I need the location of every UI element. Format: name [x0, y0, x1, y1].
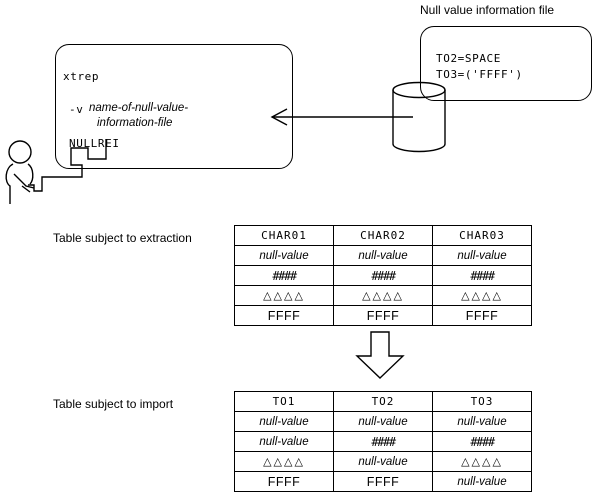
table-cell: null-value: [333, 411, 433, 432]
speech-bubble-tail: [28, 139, 107, 192]
person-at-terminal-icon: [5, 140, 35, 204]
left-arrow-icon: [270, 108, 413, 126]
command-option-argument-line1: name-of-null-value-: [89, 102, 189, 114]
table-cell: null-value: [333, 245, 433, 266]
file-content-line-1: TO2=SPACE: [436, 52, 502, 65]
table-cell: FFFF: [333, 305, 433, 326]
column-header: CHAR01: [234, 225, 334, 246]
table-row: null-value null-value null-value: [234, 411, 532, 432]
null-value-file-caption: Null value information file: [420, 3, 555, 17]
table-cell: △△△△: [432, 285, 532, 306]
table-row: △△△△ null-value △△△△: [234, 451, 532, 472]
table-cell: null-value: [333, 451, 433, 472]
column-header: CHAR03: [432, 225, 532, 246]
table-cell: △△△△: [333, 285, 433, 306]
table-header-row: CHAR01 CHAR02 CHAR03: [234, 225, 532, 246]
table-label-import: Table subject to import: [53, 397, 174, 411]
table-row: #### #### ####: [234, 265, 532, 286]
table-cell: null-value: [234, 245, 334, 266]
table-cell: ####: [333, 265, 433, 286]
command-option-flag-text: -v: [69, 103, 84, 116]
table-cell: null-value: [234, 431, 334, 452]
column-header: CHAR02: [333, 225, 433, 246]
table-cell: null-value: [432, 411, 532, 432]
down-block-arrow-icon: [355, 331, 405, 379]
table-cell: FFFF: [234, 305, 334, 326]
column-header: TO2: [333, 391, 433, 412]
import-table: TO1 TO2 TO3 null-value null-value null-v…: [234, 391, 532, 492]
table-row: FFFF FFFF null-value: [234, 471, 532, 492]
table-cell: FFFF: [234, 471, 334, 492]
file-content-line-2: TO3=('FFFF'): [436, 68, 523, 81]
table-cell: ####: [432, 431, 532, 452]
table-row: FFFF FFFF FFFF: [234, 305, 532, 326]
column-header: TO3: [432, 391, 532, 412]
table-row: null-value #### ####: [234, 431, 532, 452]
table-cell: ####: [432, 265, 532, 286]
table-cell: FFFF: [333, 471, 433, 492]
column-header: TO1: [234, 391, 334, 412]
table-label-extraction: Table subject to extraction: [53, 231, 192, 245]
extraction-table: CHAR01 CHAR02 CHAR03 null-value null-val…: [234, 225, 532, 326]
table-row: △△△△ △△△△ △△△△: [234, 285, 532, 306]
table-cell: null-value: [234, 411, 334, 432]
table-cell: null-value: [432, 245, 532, 266]
table-cell: △△△△: [432, 451, 532, 472]
table-row: null-value null-value null-value: [234, 245, 532, 266]
table-cell: null-value: [432, 471, 532, 492]
table-header-row: TO1 TO2 TO3: [234, 391, 532, 412]
table-cell: ####: [234, 265, 334, 286]
command-name-text: xtrep: [63, 70, 100, 83]
command-speech-bubble: [55, 44, 293, 169]
table-cell: △△△△: [234, 451, 334, 472]
table-cell: FFFF: [432, 305, 532, 326]
command-option-argument-line2: information-file: [97, 117, 173, 129]
table-cell: ####: [333, 431, 433, 452]
null-value-file-bubble: [420, 26, 592, 101]
table-cell: △△△△: [234, 285, 334, 306]
